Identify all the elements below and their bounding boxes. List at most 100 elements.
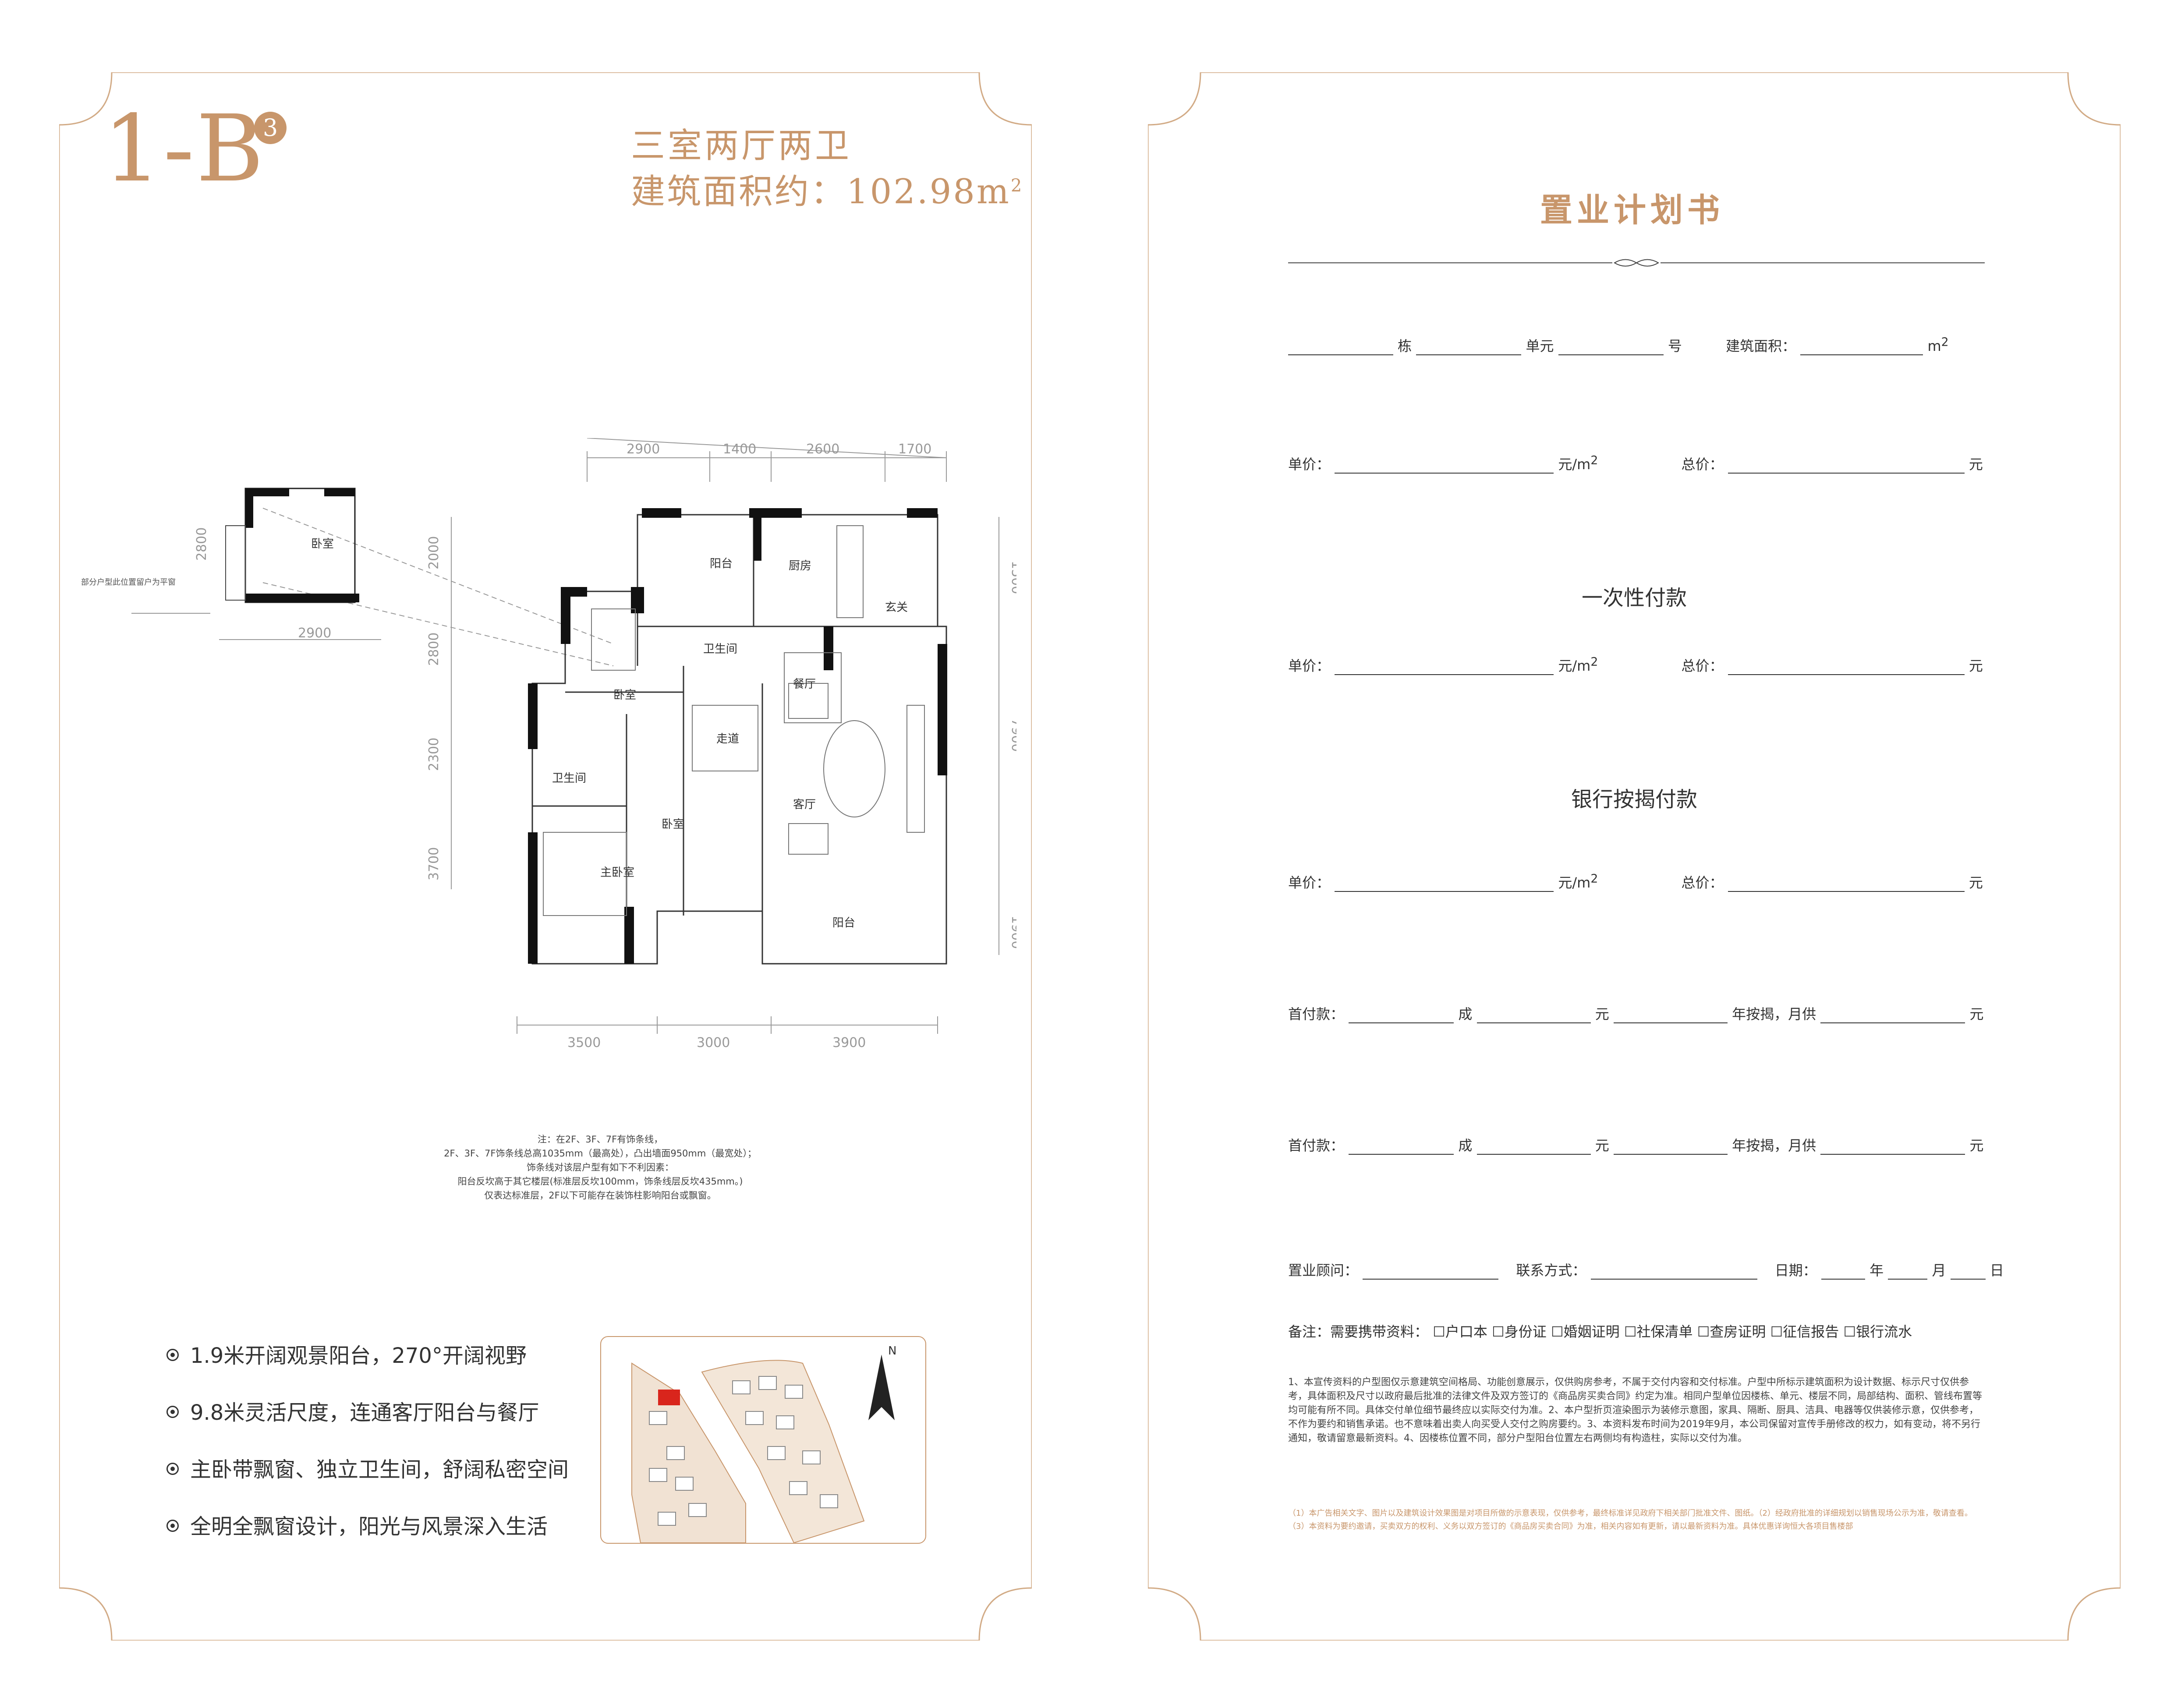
title-divider: [1288, 259, 1985, 267]
area-text: 建筑面积约：102.98m: [631, 172, 1011, 212]
room-master-bedroom: 主卧室: [600, 866, 634, 879]
checkbox-property-check[interactable]: ☐查房证明: [1697, 1323, 1766, 1340]
checkbox-marriage[interactable]: ☐婚姻证明: [1551, 1323, 1620, 1340]
room-bedroom-2: 卧室: [613, 689, 636, 702]
building-field[interactable]: [1288, 339, 1393, 355]
dim-top-4: 1700: [898, 442, 931, 457]
consultant-field[interactable]: [1363, 1264, 1499, 1280]
monthly-payment-field-1[interactable]: [1820, 1008, 1965, 1023]
total-price-field-3[interactable]: [1728, 876, 1965, 892]
right-page: [1148, 72, 2121, 1641]
area-field[interactable]: [1800, 339, 1923, 355]
checkbox-credit-report[interactable]: ☐征信报告: [1770, 1323, 1839, 1340]
mortgage-years-field-1[interactable]: [1613, 1008, 1728, 1023]
purchase-plan-title: 置业计划书: [1540, 191, 1724, 229]
room-entry: 玄关: [885, 601, 908, 614]
remarks-row: 备注：需要携带资料： ☐户口本 ☐身份证 ☐婚姻证明 ☐社保清单 ☐查房证明 ☐…: [1288, 1323, 1912, 1340]
contact-field[interactable]: [1590, 1264, 1757, 1280]
dim-right-1: 1500: [1009, 561, 1016, 594]
dim-left-1: 2000: [426, 536, 442, 569]
dims-left: 2000 2800 2300 3700: [426, 536, 442, 881]
price-row-3: 单价： 元/m2 总价： 元: [1288, 872, 1983, 892]
down-payment-row-2: 首付款： 成 元 年按揭，月供 元: [1288, 1137, 1984, 1155]
room-kitchen: 厨房: [789, 559, 811, 573]
room-balcony-south: 阳台: [832, 916, 855, 930]
dims-bottom: 3500 3000 3900: [567, 1035, 866, 1050]
floor-plan: 2900 1400 2600 1700 3500 3000 3900 2000 …: [81, 438, 1016, 1050]
checkbox-id-card[interactable]: ☐身份证: [1492, 1323, 1547, 1340]
room-bedroom-3: 卧室: [662, 818, 684, 831]
window-note: 部分户型此位置留户为平窗: [81, 578, 176, 587]
feature-2: 9.8米灵活尺度，连通客厅阳台与餐厅: [166, 1395, 539, 1426]
room-annex-bedroom: 卧室: [311, 538, 334, 551]
dim-bottom-1: 3500: [567, 1035, 601, 1050]
date-month-field[interactable]: [1888, 1264, 1928, 1280]
total-price-field-1[interactable]: [1728, 458, 1965, 474]
dim-right-3: 1900: [1009, 916, 1016, 949]
unit-price-field-1[interactable]: [1335, 458, 1554, 474]
room-number-field[interactable]: [1558, 339, 1664, 355]
feature-4: 全明全飘窗设计，阳光与风景深入生活: [166, 1509, 548, 1540]
unit-price-field-2[interactable]: [1335, 659, 1554, 675]
dim-right-2: 7900: [1009, 718, 1016, 752]
note-line-4: 阳台反坎高于其它楼层(标准层反坎100mm，饰条线层反坎435mm。): [457, 1176, 743, 1187]
date-year-field[interactable]: [1821, 1264, 1865, 1280]
right-page-frame: [1148, 72, 2121, 1641]
plan-code: 1-B: [103, 95, 266, 202]
dim-left-2: 2800: [426, 633, 442, 666]
annex-bedroom: [225, 488, 359, 603]
room-dining: 餐厅: [793, 678, 816, 691]
dim-left-3: 2300: [426, 738, 442, 771]
bullet-icon: [166, 1349, 179, 1361]
dims-right: 1500 7900 1900: [1009, 561, 1016, 949]
dim-left-4: 3700: [426, 847, 442, 881]
unit-row: 栋 单元 号 建筑面积： m2: [1288, 335, 1949, 355]
checkbox-social-security[interactable]: ☐社保清单: [1624, 1323, 1693, 1340]
dim-bottom-3: 3900: [832, 1035, 866, 1050]
note-line-5: 仅表达标准层，2F以下可能存在装饰柱影响阳台或飘窗。: [484, 1190, 716, 1201]
bullet-icon: [166, 1406, 179, 1418]
left-page: [59, 72, 1032, 1641]
plan-notes: 注：在2F、3F、7F有饰条线， 2F、3F、7F饰条线总高1035mm（最高处…: [315, 1132, 885, 1202]
dimension-lines: [131, 438, 999, 1034]
north-label: N: [888, 1344, 896, 1358]
area-line: 建筑面积约：102.98m2: [631, 164, 1023, 213]
apartment-outline: [531, 514, 947, 965]
disclaimer-main: 1、本宣传资料的户型图仅示意建筑空间格局、功能创意展示，仅供购房参考，不属于交付…: [1288, 1377, 1983, 1444]
room-corridor: 走道: [716, 732, 739, 746]
annex-dim-width: 2900: [298, 626, 331, 641]
disclaimer-ad: （1）本广告相关文字、图片以及建筑设计效果图是对项目所做的示意表现，仅供参考，最…: [1288, 1509, 1972, 1531]
room-bathroom-1: 卫生间: [703, 643, 737, 656]
down-payment-field-1[interactable]: [1349, 1008, 1454, 1023]
furniture: [543, 525, 925, 916]
checkbox-hukou[interactable]: ☐户口本: [1433, 1323, 1487, 1340]
price-row-2: 单价： 元/m2 总价： 元: [1288, 655, 1983, 675]
down-payment-amount-field-1[interactable]: [1476, 1008, 1591, 1023]
note-line-2: 2F、3F、7F饰条线总高1035mm（最高处），凸出墙面950mm（最宽处）；: [444, 1148, 757, 1159]
dim-top-3: 2600: [806, 442, 839, 457]
unit-price-field-3[interactable]: [1335, 876, 1554, 892]
note-line-1: 注：在2F、3F、7F有饰条线，: [537, 1134, 663, 1145]
room-bathroom-2: 卫生间: [552, 772, 586, 785]
dims-top: 2900 1400 2600 1700: [627, 442, 931, 457]
down-payment-amount-field-2[interactable]: [1476, 1139, 1591, 1155]
dim-bottom-2: 3000: [697, 1035, 730, 1050]
site-map: N: [600, 1336, 926, 1544]
room-balcony-north: 阳台: [710, 557, 733, 570]
price-row-1: 单价： 元/m2 总价： 元: [1288, 453, 1983, 474]
total-price-field-2[interactable]: [1728, 659, 1965, 675]
wall-blocks: [528, 508, 947, 964]
left-page-frame: [59, 72, 1032, 1641]
north-arrow-icon: [868, 1354, 895, 1420]
site-map-drawing: N: [631, 1344, 896, 1543]
note-line-3: 饰条线对该层户型有如下不利因素：: [527, 1162, 674, 1173]
down-payment-field-2[interactable]: [1349, 1139, 1454, 1155]
date-day-field[interactable]: [1950, 1264, 1986, 1280]
bullet-icon: [166, 1463, 179, 1475]
monthly-payment-field-2[interactable]: [1820, 1139, 1965, 1155]
ornament-icon: [1614, 259, 1659, 267]
dim-top-2: 1400: [723, 442, 756, 457]
mortgage-years-field-2[interactable]: [1613, 1139, 1728, 1155]
unit-field[interactable]: [1416, 339, 1522, 355]
checkbox-bank-statement[interactable]: ☐银行流水: [1843, 1323, 1912, 1340]
